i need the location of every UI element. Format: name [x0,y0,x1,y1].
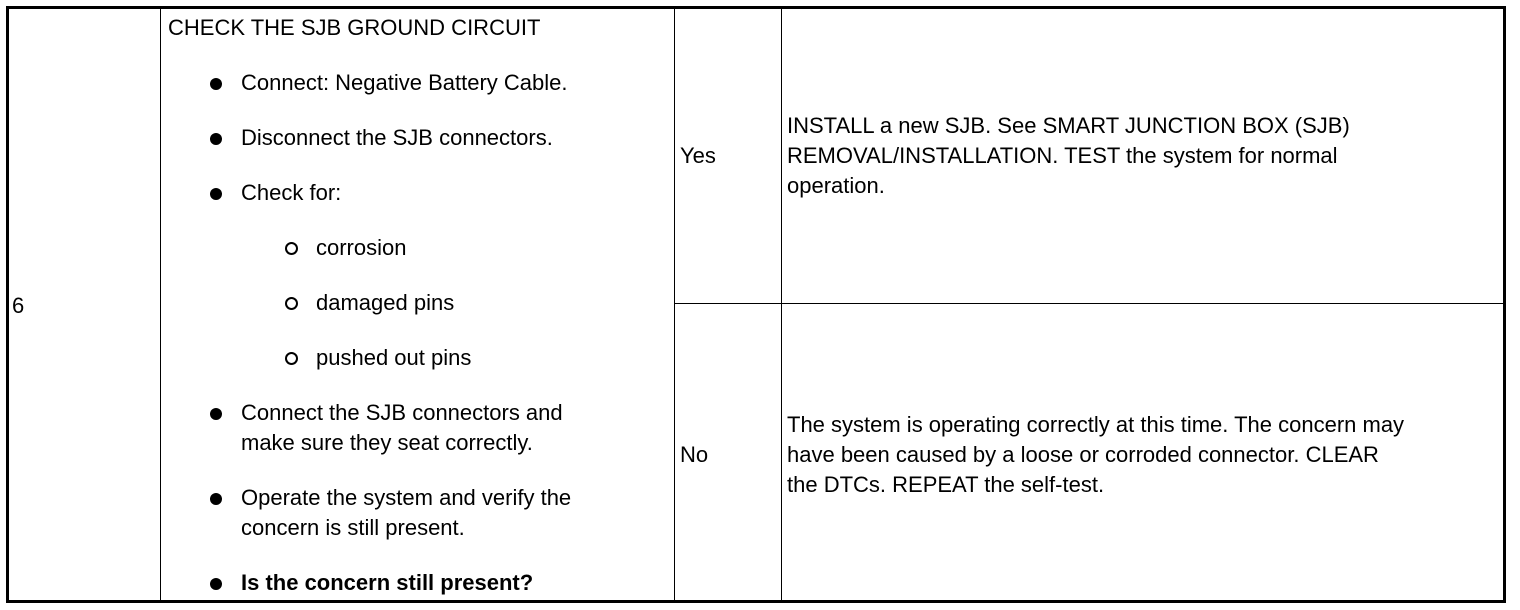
column-divider-2 [674,9,675,600]
bullet-icon [210,188,222,200]
bullet-icon [210,493,222,505]
no-action-line2: have been caused by a loose or corroded … [787,442,1379,467]
sub-bullet: pushed out pins [316,345,472,370]
step-question: Is the concern still present? [241,570,534,595]
step-bullet: Disconnect the SJB connectors. [241,125,553,150]
yes-action-line3: operation. [787,173,885,198]
yes-no-row-divider [674,303,1503,304]
step-bullet-line2: concern is still present. [241,515,465,540]
sub-bullet-icon [285,242,298,255]
no-label: No [680,442,709,467]
step-number: 6 [12,293,25,318]
yes-action-line1: INSTALL a new SJB. See SMART JUNCTION BO… [787,113,1350,138]
bullet-icon [210,78,222,90]
step-bullet-line2: make sure they seat correctly. [241,430,533,455]
sub-bullet-icon [285,297,298,310]
column-divider-3 [781,9,782,600]
step-bullet: Connect: Negative Battery Cable. [241,70,568,95]
no-action-line1: The system is operating correctly at thi… [787,412,1405,437]
yes-label: Yes [680,143,716,168]
column-divider-1 [160,9,161,600]
sub-bullet-icon [285,352,298,365]
sub-bullet: damaged pins [316,290,455,315]
no-action-line3: the DTCs. REPEAT the self-test. [787,472,1105,497]
yes-action-line2: REMOVAL/INSTALLATION. TEST the system fo… [787,143,1338,168]
bullet-icon [210,578,222,590]
bullet-icon [210,133,222,145]
diagnostic-step-table [6,6,1506,603]
bullet-icon [210,408,222,420]
sub-bullet: corrosion [316,235,407,260]
step-bullet-line1: Connect the SJB connectors and [241,400,563,425]
step-bullet-line1: Operate the system and verify the [241,485,572,510]
step-bullet: Check for: [241,180,342,205]
step-title: CHECK THE SJB GROUND CIRCUIT [168,15,541,40]
